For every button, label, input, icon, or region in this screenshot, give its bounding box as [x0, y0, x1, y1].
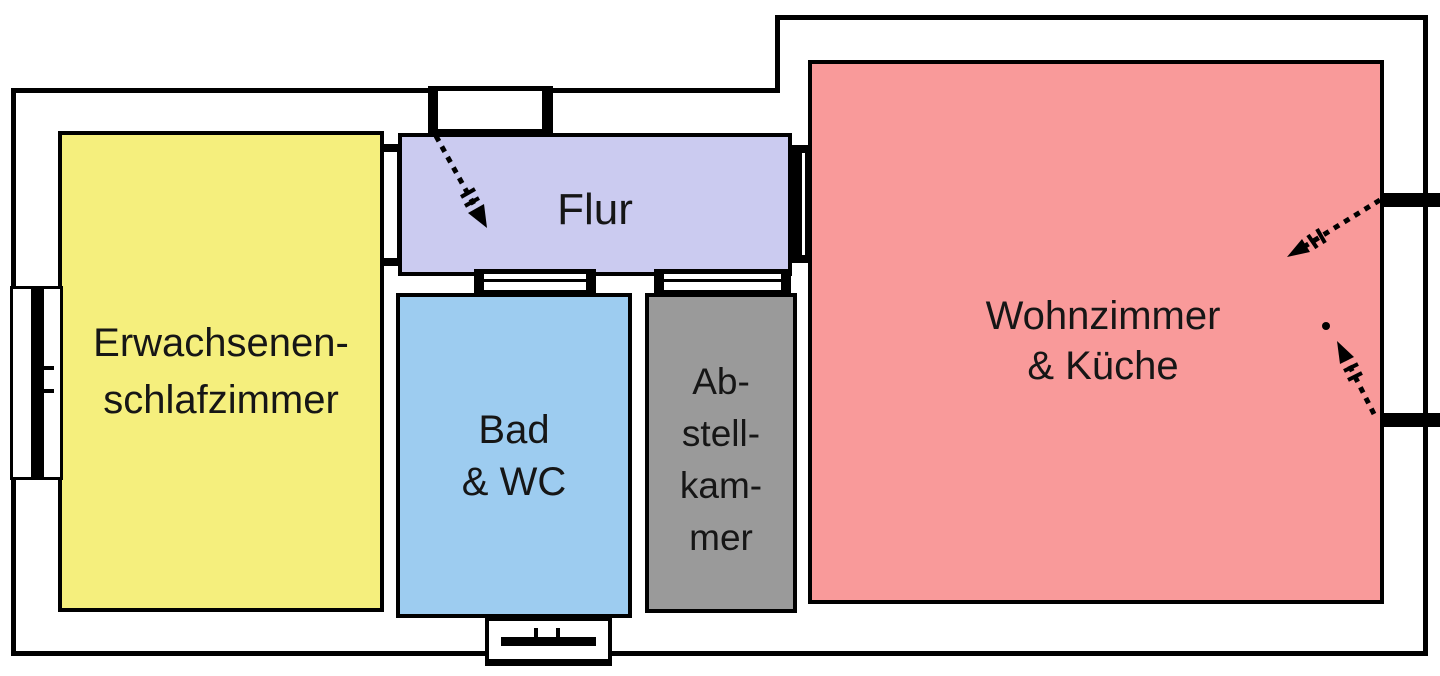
outer-wall-step	[775, 15, 780, 93]
window-symbol-left	[10, 286, 63, 480]
room-living: Wohnzimmer & Küche	[808, 60, 1384, 604]
door-symbol-bedroom-hallway	[381, 144, 400, 266]
room-bedroom-label: Erwachsenen- schlafzimmer	[93, 315, 349, 429]
room-living-label: Wohnzimmer & Küche	[972, 273, 1221, 391]
room-label-line: Ab-	[692, 361, 750, 402]
room-label-line: & Küche	[1027, 344, 1179, 388]
door-symbol-hallway-storage	[654, 269, 791, 294]
window-tick	[534, 628, 538, 638]
room-bathroom-label: Bad & WC	[462, 404, 566, 508]
right-door-stub-lower	[1380, 413, 1440, 427]
outer-wall-right	[1423, 15, 1428, 656]
room-label-line: & WC	[461, 459, 567, 504]
outer-wall-bottom	[11, 651, 1428, 656]
entrance-door-symbol	[428, 86, 553, 133]
window-sash	[31, 289, 44, 477]
outer-wall-left-lower	[11, 478, 16, 656]
door-symbol-line	[664, 279, 781, 282]
door-symbol-hallway-living	[791, 145, 808, 263]
room-hallway-label: Flur	[557, 178, 633, 232]
room-label-line: kam-	[679, 465, 763, 506]
room-label-line: Bad	[478, 407, 550, 452]
room-hallway: Flur	[398, 133, 792, 276]
room-bathroom: Bad & WC	[396, 293, 632, 618]
window-tick	[44, 366, 54, 370]
door-symbol-line	[484, 279, 586, 282]
room-bedroom: Erwachsenen- schlafzimmer	[58, 131, 384, 612]
room-label-line: mer	[689, 517, 753, 558]
door-slit	[802, 153, 805, 255]
room-label-line: stell-	[681, 413, 761, 454]
room-label-line: schlafzimmer	[103, 377, 339, 422]
room-storage: Ab- stell- kam- mer	[645, 293, 797, 613]
room-label-line: Erwachsenen-	[93, 320, 349, 365]
outer-wall-top-right	[775, 15, 1428, 20]
window-sash	[501, 637, 596, 646]
right-door-stub-upper	[1380, 193, 1440, 207]
room-storage-label: Ab- stell- kam- mer	[680, 342, 762, 564]
door-symbol-hallway-bathroom	[474, 269, 596, 294]
window-symbol-bottom	[485, 614, 612, 666]
window-tick	[44, 389, 54, 393]
outer-wall-top-left	[11, 88, 780, 93]
outer-wall-left-upper	[11, 88, 16, 288]
room-label-line: Wohnzimmer	[985, 294, 1221, 338]
window-tick	[556, 628, 560, 638]
room-label-line: Flur	[557, 184, 633, 234]
